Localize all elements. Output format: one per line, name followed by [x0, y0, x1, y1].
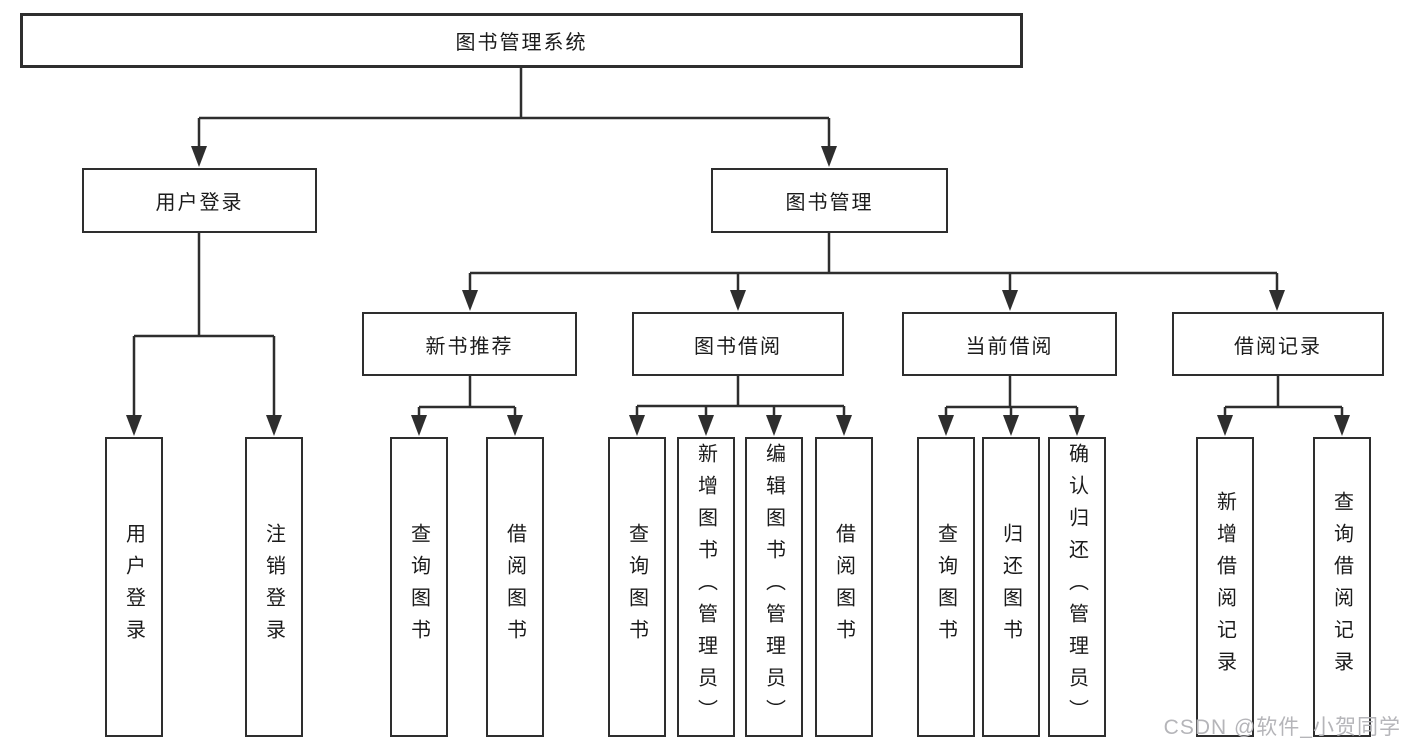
leaf-borrow-books: 借阅图书 [815, 437, 873, 737]
leaf-query-books-borrowing: 查询图书 [608, 437, 666, 737]
node-book-borrowing: 图书借阅 [632, 312, 844, 376]
leaf-logout: 注销登录 [245, 437, 303, 737]
csdn-watermark: CSDN @软件_小贺同学 [1163, 716, 1401, 739]
leaf-edit-books-admin: 编辑图书（管理员） [745, 437, 803, 737]
node-borrowing-records: 借阅记录 [1172, 312, 1384, 376]
leaf-add-borrow-record: 新增借阅记录 [1196, 437, 1254, 737]
leaf-return-books: 归还图书 [982, 437, 1040, 737]
node-current-borrowing: 当前借阅 [902, 312, 1117, 376]
leaf-add-books-admin: 新增图书（管理员） [677, 437, 735, 737]
node-book-management-branch: 图书管理 [711, 168, 948, 233]
node-user-login-branch: 用户登录 [82, 168, 317, 233]
arrowheads [126, 146, 1350, 436]
leaf-query-books-recommend: 查询图书 [390, 437, 448, 737]
node-library-management-system: 图书管理系统 [20, 13, 1023, 68]
leaf-borrow-books-recommend: 借阅图书 [486, 437, 544, 737]
node-new-book-recommendation: 新书推荐 [362, 312, 577, 376]
leaf-query-books-current: 查询图书 [917, 437, 975, 737]
leaf-query-borrow-record: 查询借阅记录 [1313, 437, 1371, 737]
leaf-confirm-return-admin: 确认归还（管理员） [1048, 437, 1106, 737]
leaf-user-login: 用户登录 [105, 437, 163, 737]
